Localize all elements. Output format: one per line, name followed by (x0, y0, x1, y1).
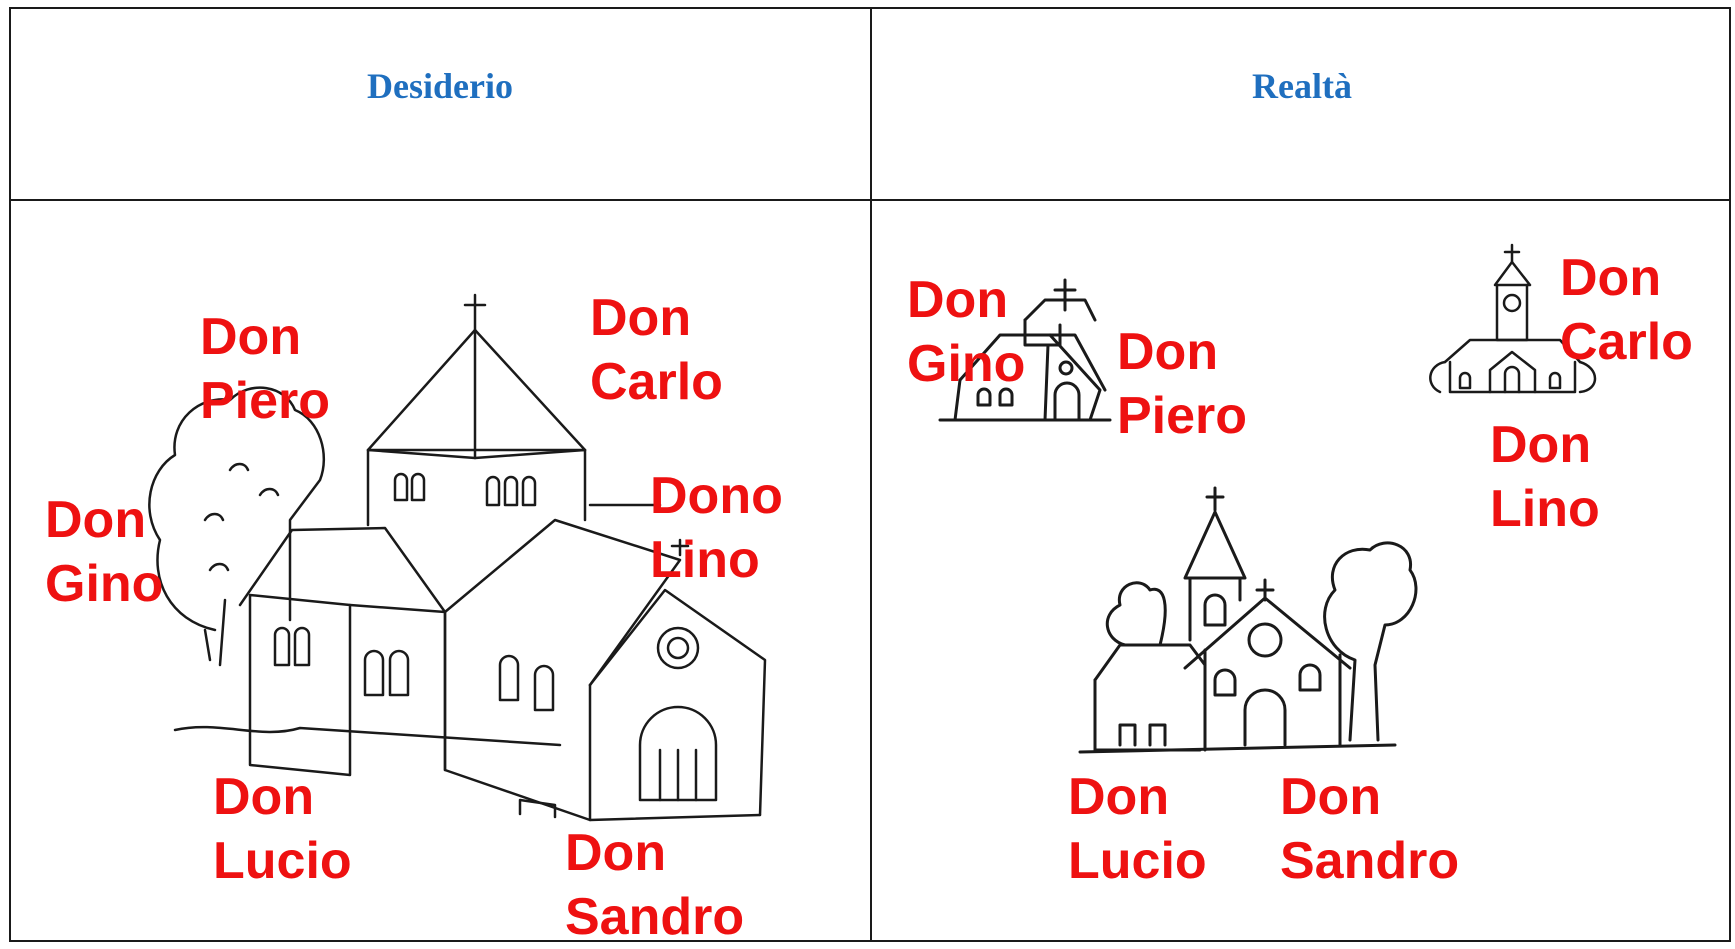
column-divider (870, 7, 872, 942)
chapel-drawing-icon (1430, 245, 1595, 392)
header-realta: Realtà (1252, 66, 1352, 106)
header-divider (9, 199, 1731, 201)
small-church-drawing-icon (940, 280, 1110, 420)
village-church-drawing-icon (1080, 488, 1416, 752)
header-desiderio: Desiderio (367, 66, 513, 106)
large-church-drawing-icon (149, 295, 765, 820)
